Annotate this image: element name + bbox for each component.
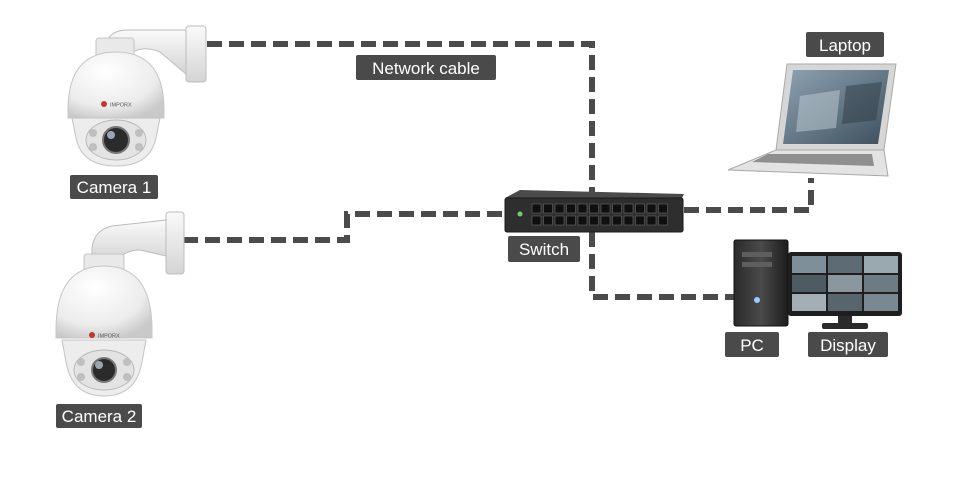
camera2-ir-led-1 [77, 358, 85, 366]
label-camera-1: Camera 1 [70, 175, 158, 199]
label-switch-text: Switch [519, 240, 569, 259]
label-pc-text: PC [740, 336, 764, 355]
switch-port [566, 215, 576, 226]
camera2-lens-glint [95, 361, 103, 369]
switch-port [646, 203, 657, 214]
camera2-wall-plate [165, 211, 185, 275]
label-pc: PC [725, 332, 779, 357]
camera2-ir-led-4 [123, 373, 131, 381]
label-display-box [808, 332, 888, 357]
monitor-feed-tile [792, 256, 826, 273]
switch-port [543, 203, 553, 214]
monitor-feed-tile [828, 294, 862, 311]
switch-port [566, 203, 576, 214]
label-camera-2: Camera 2 [56, 404, 142, 428]
cable-switch-to-laptop [684, 178, 814, 213]
cable-camera1-to-switch [207, 41, 595, 200]
cable-switch-to-pc [589, 232, 734, 300]
switch-port [612, 215, 622, 226]
network-switch [504, 190, 684, 233]
label-display: Display [808, 332, 888, 357]
switch-port [635, 215, 645, 226]
switch-port [646, 215, 657, 226]
monitor-feed-tile [828, 256, 862, 273]
monitor-feed-tile [864, 256, 898, 273]
switch-port [658, 203, 668, 214]
switch-port [658, 215, 668, 226]
camera1-brand-text: IMPORX [110, 103, 132, 109]
network-cables [183, 41, 814, 300]
label-network-cable: Network cable [356, 55, 496, 80]
monitor-feed-tile [792, 275, 826, 292]
label-camera2-text: Camera 2 [62, 407, 137, 426]
monitor-stand [822, 323, 868, 329]
label-display-text: Display [820, 336, 876, 355]
laptop-screen-detail-2 [842, 82, 882, 124]
switch-port [531, 215, 542, 226]
camera2-brand-icon [89, 332, 95, 338]
cable-camera2-to-switch [183, 211, 507, 243]
camera-2: IMPORX [55, 211, 185, 397]
camera2-housing [55, 265, 153, 339]
monitor [788, 252, 902, 329]
camera2-lens [91, 357, 117, 383]
switch-ports [531, 203, 668, 226]
monitor-feed-tile [864, 275, 898, 292]
label-camera1-text: Camera 1 [77, 178, 152, 197]
pc-tower [733, 239, 789, 327]
label-laptop-text: Laptop [819, 36, 871, 55]
camera1-housing [67, 51, 165, 119]
laptop-keyboard [752, 154, 874, 166]
laptop [727, 63, 897, 177]
switch-port [543, 215, 553, 226]
switch-port [600, 203, 611, 214]
switch-port [623, 215, 634, 226]
camera-1: IMPORX [67, 25, 207, 167]
camera2-ir-led-2 [77, 373, 85, 381]
label-network-cable-text: Network cable [372, 59, 480, 78]
camera1-lens [102, 126, 130, 154]
pc-power-button [754, 297, 760, 303]
monitor-camera-grid [792, 256, 898, 311]
switch-port [623, 203, 634, 214]
label-switch-box [508, 236, 580, 262]
label-laptop-box [806, 32, 884, 57]
laptop-screen-detail [796, 90, 840, 132]
label-camera2-box [56, 404, 142, 428]
pc-drive-bay [742, 252, 772, 257]
label-switch: Switch [508, 236, 580, 262]
monitor-feed-tile [864, 294, 898, 311]
switch-port [589, 215, 599, 226]
monitor-feed-tile [792, 294, 826, 311]
monitor-neck [838, 316, 852, 324]
camera1-lens-glint [107, 131, 115, 139]
camera2-brand-text: IMPORX [98, 334, 120, 340]
label-camera1-box [70, 175, 158, 199]
switch-port [531, 203, 542, 214]
switch-port [600, 215, 611, 226]
switch-port [612, 203, 622, 214]
switch-port [577, 215, 588, 226]
switch-port [577, 203, 588, 214]
camera1-wall-plate [185, 25, 207, 83]
camera1-ir-led-4 [135, 143, 143, 151]
camera2-ir-led-3 [123, 358, 131, 366]
switch-body [504, 197, 684, 233]
label-pc-box [725, 332, 779, 357]
camera1-ir-led-3 [135, 129, 143, 137]
switch-port [589, 203, 599, 214]
camera1-ir-led-2 [89, 143, 97, 151]
switch-port [554, 203, 565, 214]
pc-drive-bay-2 [742, 262, 772, 267]
switch-port [554, 215, 565, 226]
camera1-brand-icon [101, 101, 107, 107]
switch-port [635, 203, 645, 214]
label-laptop: Laptop [806, 32, 884, 57]
switch-power-led [517, 211, 523, 217]
label-network-cable-box [356, 55, 496, 80]
monitor-feed-tile [828, 275, 862, 292]
camera1-ir-led-1 [89, 129, 97, 137]
